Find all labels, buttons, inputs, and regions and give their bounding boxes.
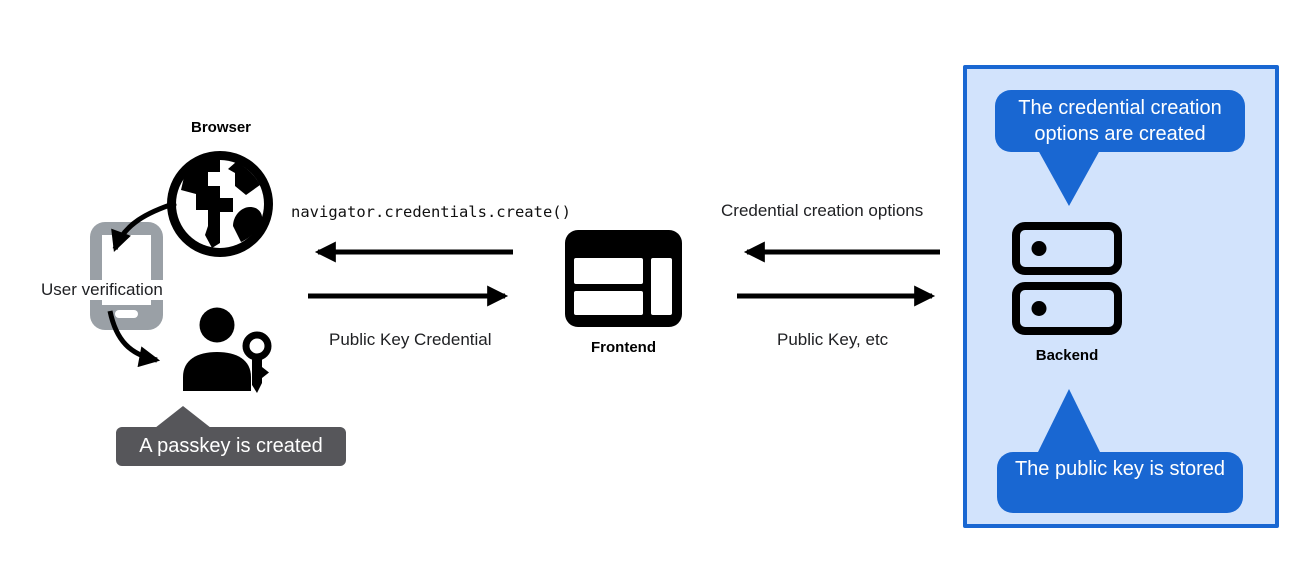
create-call-code-label: navigator.credentials.create() (291, 203, 571, 221)
bubble-tail-down-icon (1038, 150, 1100, 206)
browser-window-icon (565, 230, 682, 327)
user-verification-label: User verification (38, 280, 166, 300)
smartphone-icon (90, 222, 163, 330)
public-key-etc-label: Public Key, etc (777, 330, 889, 349)
passkey-tooltip: A passkey is created (116, 427, 346, 466)
globe-icon (167, 151, 273, 257)
user-key-icon (183, 307, 272, 393)
credential-creation-options-label: Credential creation options (721, 201, 924, 220)
credential-options-created-bubble: The credential creation options are crea… (995, 90, 1245, 152)
public-key-credential-label: Public Key Credential (329, 330, 492, 349)
bubble-tail-up-icon (1038, 389, 1100, 452)
browser-label: Browser (190, 119, 252, 136)
backend-label: Backend (1035, 347, 1099, 364)
frontend-label: Frontend (591, 339, 656, 356)
passkey-tooltip-tail-icon (155, 406, 211, 428)
public-key-stored-bubble: The public key is stored (997, 452, 1243, 513)
server-icon (1012, 222, 1122, 335)
